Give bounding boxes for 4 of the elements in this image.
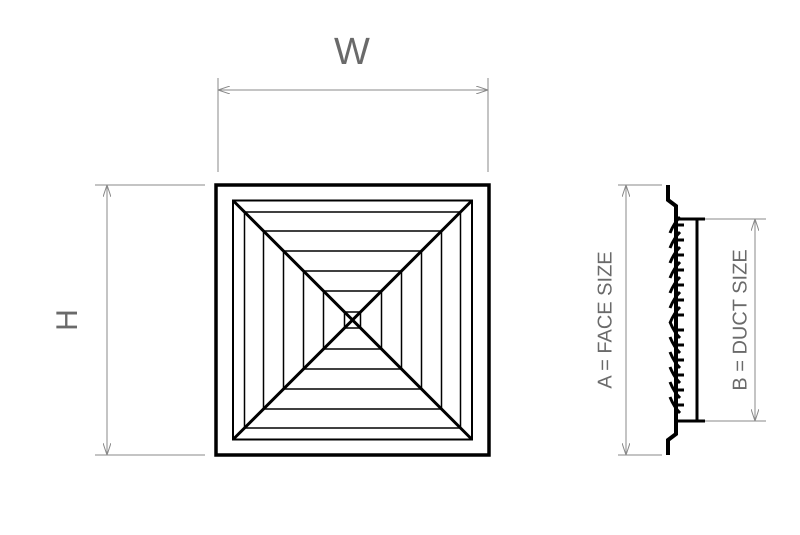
dimension-label: B = DUCT SIZE [730,249,750,391]
dimension-label: H [52,309,83,331]
dimension-label: A = FACE SIZE [595,251,616,389]
dimension-label: W [334,33,370,71]
